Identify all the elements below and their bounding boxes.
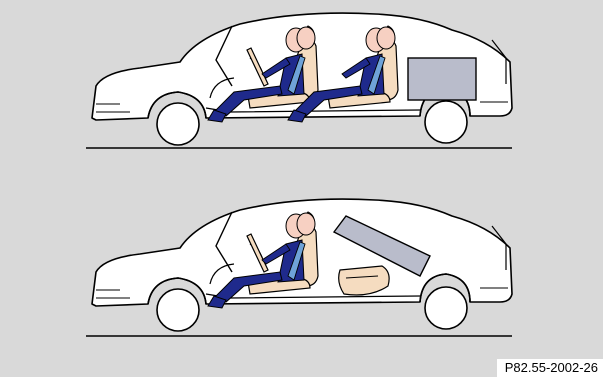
figure-reference-code: P82.55-2002-26 [497, 359, 603, 377]
top-panel [86, 13, 512, 148]
bottom-panel [86, 199, 512, 336]
cargo-box-icon [408, 58, 476, 100]
